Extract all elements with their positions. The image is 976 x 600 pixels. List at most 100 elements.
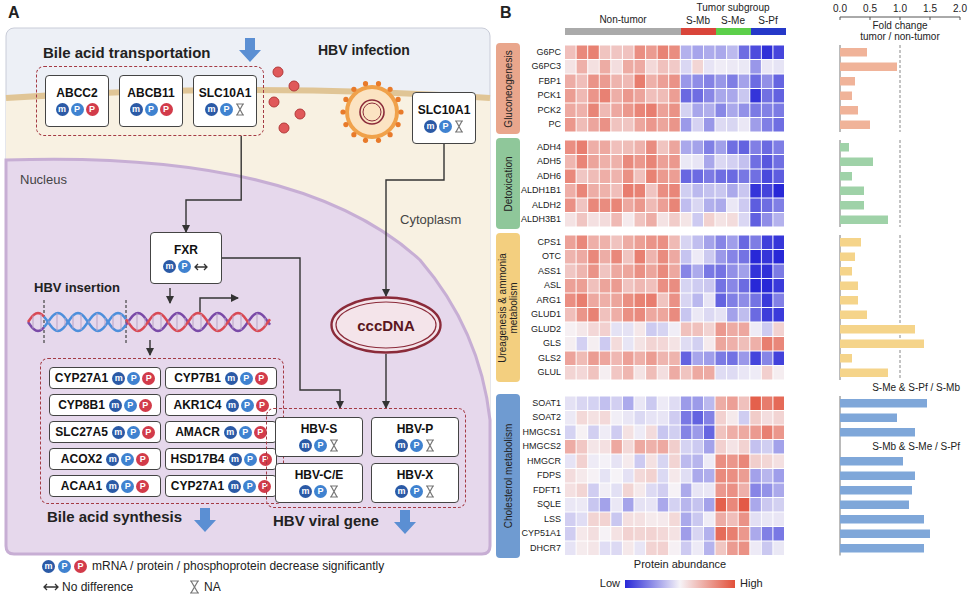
heatmap-cell — [750, 513, 761, 527]
heatmap-cell — [773, 323, 784, 337]
na-symbol — [425, 485, 435, 498]
dna-rung — [169, 321, 170, 324]
na-stroke — [236, 104, 244, 115]
heatmap-cell — [600, 366, 611, 380]
heatmap-cell — [739, 484, 750, 498]
heatmap-cell — [623, 455, 634, 469]
heatmap-cell — [773, 184, 784, 198]
gene-label: ADH4 — [537, 142, 561, 153]
surface-protein — [343, 97, 348, 102]
heatmap-cell — [623, 498, 634, 512]
heatmap-cell — [669, 440, 680, 454]
heatmap-cell — [727, 426, 738, 440]
heatmap-cell — [727, 323, 738, 337]
gene-box: ABCC2mPP — [45, 75, 109, 127]
heatmap-cell — [669, 352, 680, 366]
heatmap-cell — [681, 250, 692, 264]
heatmap-cell — [681, 455, 692, 469]
band-label: Cholesterol metabolism — [503, 397, 514, 555]
gene-label: ALDH1B1 — [521, 185, 561, 196]
heatmap-cell — [669, 513, 680, 527]
text-label: Protein abundance — [634, 558, 726, 571]
heatmap-cell — [762, 513, 773, 527]
heatmap-cell — [623, 397, 634, 411]
na-symbol — [454, 120, 464, 133]
heatmap-cell — [773, 141, 784, 155]
heatmap-cell — [692, 46, 703, 60]
status-icon: P — [254, 426, 267, 439]
bar-axis — [840, 17, 960, 20]
heatmap-cell — [669, 411, 680, 425]
status-icon: P — [256, 399, 269, 412]
heatmap-cell — [577, 104, 588, 118]
heatmap-cell — [623, 366, 634, 380]
heatmap-cell — [773, 484, 784, 498]
heatmap-cell — [623, 308, 634, 322]
pathway-band: Cholesterol metabolism — [496, 394, 520, 558]
heatmap-cell — [669, 484, 680, 498]
heatmap-cell — [600, 527, 611, 541]
dna-rung — [105, 318, 106, 326]
surface-protein — [396, 122, 401, 127]
fold-change-bar — [840, 172, 852, 181]
heatmap-cell — [565, 366, 576, 380]
heatmap-cell — [716, 440, 727, 454]
heatmap-cell — [669, 89, 680, 103]
heatmap-cell — [565, 513, 576, 527]
group-bar — [716, 28, 751, 35]
heatmap-cell — [681, 352, 692, 366]
heatmap-cell — [623, 104, 634, 118]
status-icons: mP — [299, 439, 339, 452]
gene-box: CYP8B1mPP — [49, 394, 161, 416]
heatmap-cell — [600, 170, 611, 184]
heatmap-cell — [577, 469, 588, 483]
heatmap-cell — [704, 250, 715, 264]
fold-change-bar — [840, 216, 888, 225]
reference-line — [900, 235, 901, 380]
heatmap-cell — [692, 155, 703, 169]
heatmap-cell — [750, 118, 761, 132]
gene-name: HBV-S — [301, 422, 338, 436]
heatmap-cell — [750, 440, 761, 454]
heatmap-cell — [692, 89, 703, 103]
status-icons: mPP — [226, 399, 269, 412]
heatmap-cell — [704, 469, 715, 483]
heatmap-cell — [762, 75, 773, 89]
heatmap-cell — [773, 397, 784, 411]
heatmap-cell — [692, 542, 703, 556]
heatmap-cell — [773, 513, 784, 527]
heatmap-cell — [577, 89, 588, 103]
heatmap-cell — [623, 199, 634, 213]
group-bar — [751, 28, 786, 35]
heatmap-cell — [692, 426, 703, 440]
status-icons: mPP — [109, 399, 152, 412]
heatmap-cell — [658, 352, 669, 366]
heatmap-cell — [577, 170, 588, 184]
heatmap-cell — [565, 265, 576, 279]
status-icon: m — [205, 103, 218, 116]
heatmap-cell — [646, 75, 657, 89]
insertion-mark — [44, 300, 126, 344]
heatmap-cell — [658, 184, 669, 198]
heatmap-cell — [623, 118, 634, 132]
heatmap-cell — [577, 46, 588, 60]
heatmap-cell — [692, 170, 703, 184]
dna-rung — [57, 313, 58, 331]
bile-acid — [295, 109, 305, 119]
dna-rung — [121, 314, 122, 330]
heatmap-cell — [565, 323, 576, 337]
gene-box: ACAA1mPP — [49, 475, 161, 497]
surface-protein — [351, 87, 356, 92]
heatmap-cell — [727, 89, 738, 103]
heatmap-cell — [681, 527, 692, 541]
text-label: Non-tumor — [599, 14, 646, 26]
dna-rung — [193, 316, 194, 329]
heatmap-cell — [635, 104, 646, 118]
na-symbol — [190, 581, 199, 593]
heatmap-cell — [658, 199, 669, 213]
heatmap-cell — [658, 308, 669, 322]
heatmap-cell — [716, 184, 727, 198]
gene-name: SLC10A1 — [418, 103, 471, 117]
text-label: Fold change — [872, 20, 927, 32]
heatmap-cell — [588, 155, 599, 169]
